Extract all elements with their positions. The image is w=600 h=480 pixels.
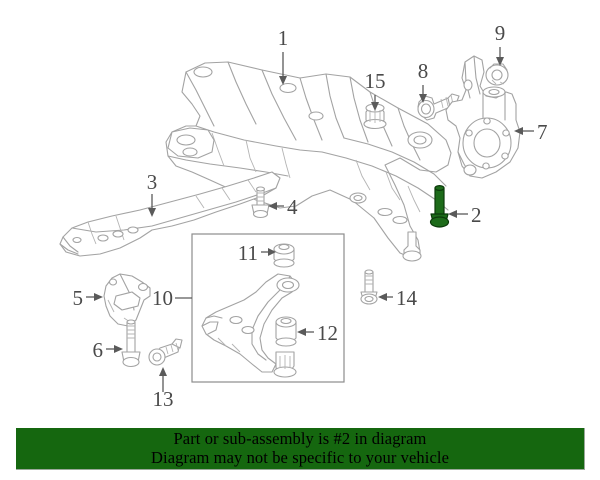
callout-label-9: 9	[495, 21, 506, 45]
callout-label-1: 1	[278, 26, 289, 50]
callout-label-15: 15	[365, 69, 386, 93]
callout-numbers: 1 2 3 4 5 6 7 8 9 10 11 12 13 14 15	[73, 21, 548, 411]
part-5-bracket	[103, 273, 151, 327]
banner-line-disclaimer: Diagram may not be specific to your vehi…	[151, 447, 449, 467]
callout-label-4: 4	[287, 195, 298, 219]
part-8-flange-bolt	[417, 93, 460, 121]
callout-label-10: 10	[152, 286, 173, 310]
part-9-bushing	[485, 63, 509, 86]
callout-label-12: 12	[317, 321, 338, 345]
callout-label-7: 7	[537, 120, 548, 144]
banner-line-part-number: Part or sub-assembly is #2 in diagram	[173, 429, 427, 449]
callout-label-11: 11	[238, 241, 258, 265]
callout-label-6: 6	[93, 338, 104, 362]
part-6-bolt	[121, 319, 141, 368]
part-notice-banner: Part or sub-assembly is #2 in diagram Di…	[16, 428, 585, 470]
control-arm-detail-inset	[191, 233, 345, 383]
part-front-brace-arm	[59, 171, 281, 257]
part-12-bushing	[275, 316, 297, 347]
callout-label-13: 13	[153, 387, 174, 411]
callout-label-5: 5	[73, 286, 84, 310]
part-15-flange-nut	[363, 103, 387, 130]
callout-label-8: 8	[418, 59, 429, 83]
callout-leaders	[86, 47, 534, 392]
part-4-bolt	[251, 186, 270, 219]
part-7-steering-knuckle	[445, 55, 521, 179]
callout-label-14: 14	[396, 286, 418, 310]
part-11-bushing	[273, 243, 295, 268]
part-14-bolt	[360, 269, 378, 305]
part-10-lower-control-arm	[201, 273, 300, 378]
callout-label-3: 3	[147, 170, 158, 194]
part-13-bolt	[148, 338, 183, 366]
part-crossmember-subframe	[165, 61, 452, 262]
callout-label-2: 2	[471, 203, 482, 227]
highlighted-part-2-bolt	[429, 185, 450, 228]
